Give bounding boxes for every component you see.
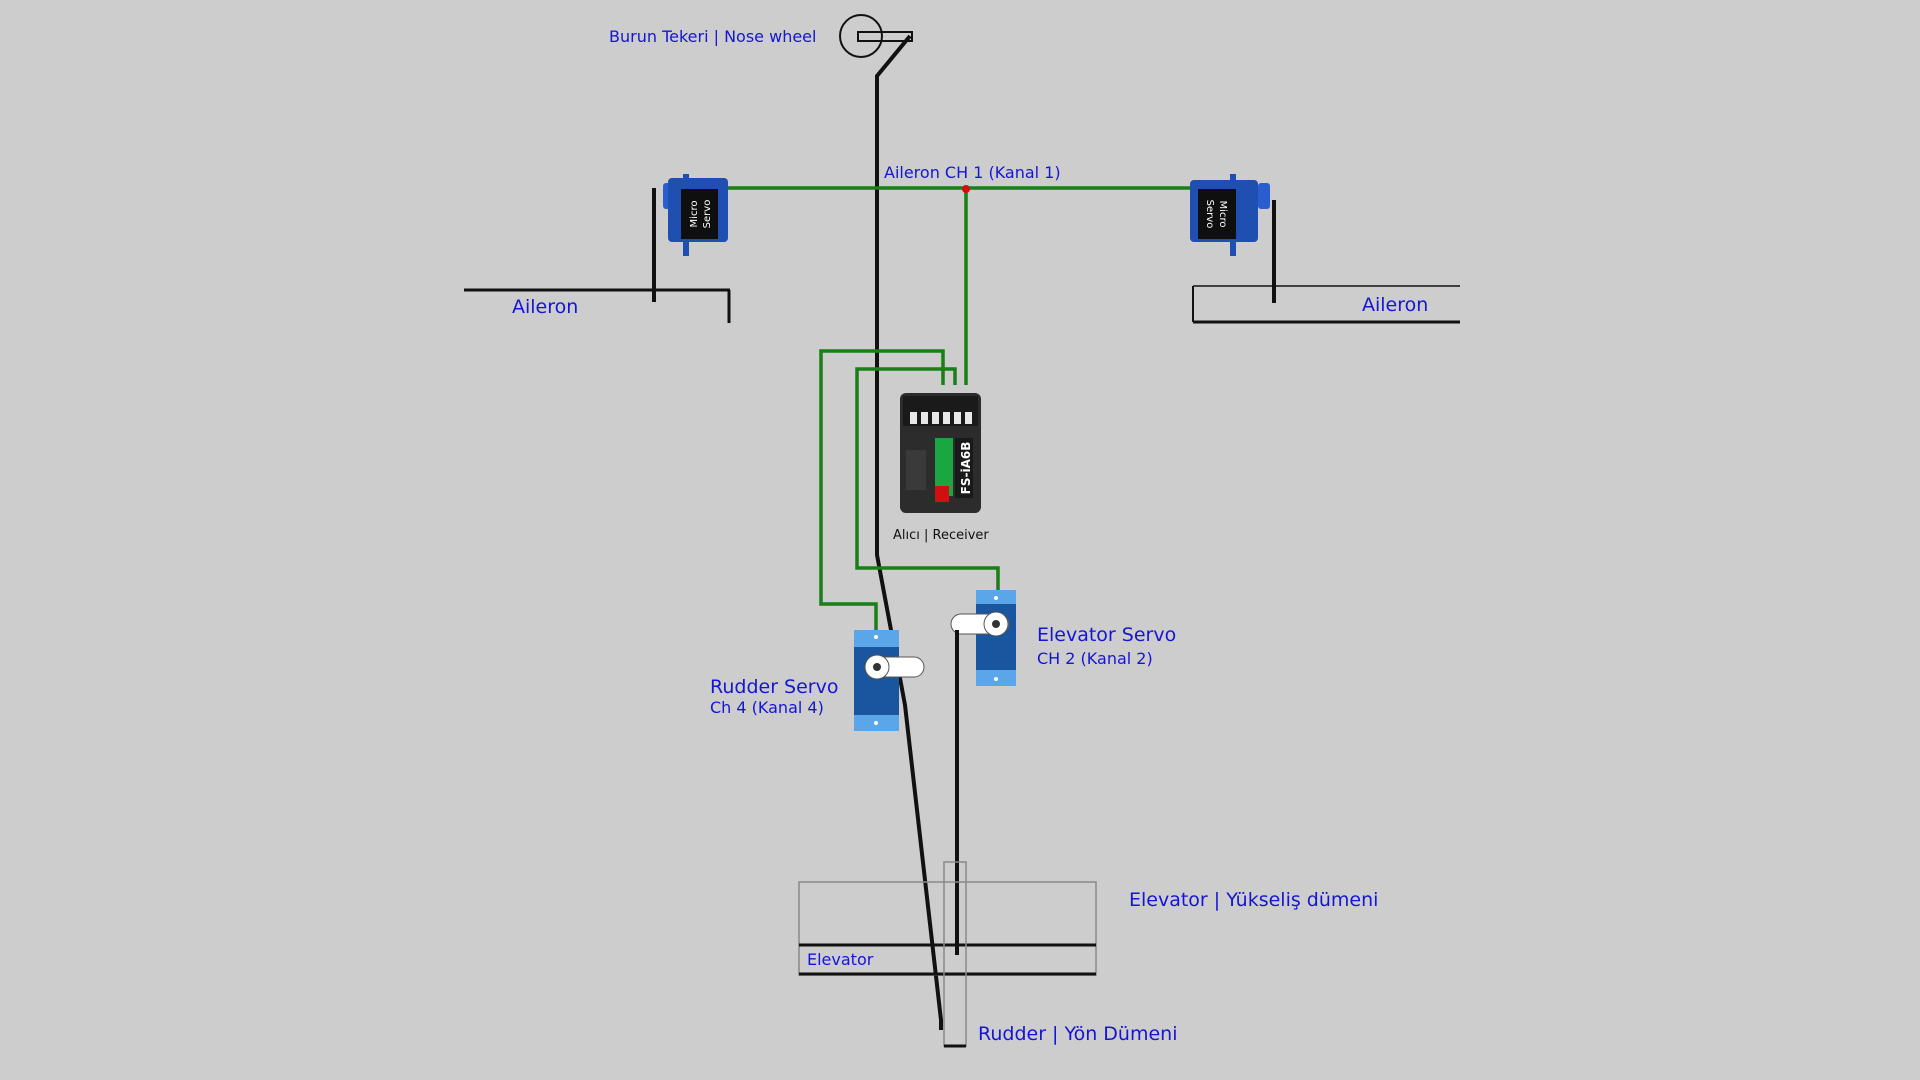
rudder-servo (854, 630, 925, 731)
nose-wheel (839, 14, 913, 58)
rudder-servo-channel: Ch 4 (Kanal 4) (710, 698, 824, 717)
aileron-channel-label: Aileron CH 1 (Kanal 1) (884, 163, 1061, 182)
right-aileron-servo: Micro Servo (1190, 174, 1270, 256)
left-servo-text-2: Servo (702, 200, 713, 229)
right-aileron-surface (1192, 200, 1460, 324)
horizontal-stabilizer (798, 881, 1097, 976)
rudder-servo-wire (819, 349, 945, 633)
left-aileron-label: Aileron (512, 296, 578, 318)
elevator-inner-label: Elevator (807, 950, 874, 969)
right-servo-text-2: Servo (1204, 200, 1215, 229)
aileron-junction-dot (962, 185, 970, 193)
elevator-servo-title: Elevator Servo (1037, 624, 1176, 646)
left-servo-text-1: Micro (689, 201, 700, 228)
elevator-servo-wire (855, 367, 1000, 592)
vertical-fin (943, 861, 967, 1048)
rudder-surface-label: Rudder | Yön Dümeni (978, 1023, 1177, 1045)
right-aileron-label: Aileron (1362, 294, 1428, 316)
aileron-wiring (725, 186, 1195, 385)
receiver-model-text: FS-iA6B (959, 442, 973, 495)
elevator-servo (950, 590, 1016, 686)
nose-wheel-label: Burun Tekeri | Nose wheel (609, 27, 816, 46)
rudder-servo-title: Rudder Servo (710, 676, 838, 698)
left-aileron-surface (464, 188, 731, 323)
left-aileron-servo: Micro Servo (663, 174, 728, 256)
elevator-surface-label: Elevator | Yükseliş dümeni (1129, 889, 1378, 911)
receiver: FS-iA6B (900, 393, 981, 513)
elevator-servo-channel: CH 2 (Kanal 2) (1037, 649, 1153, 668)
right-servo-text-1: Micro (1217, 201, 1228, 228)
receiver-label: Alıcı | Receiver (893, 528, 989, 543)
